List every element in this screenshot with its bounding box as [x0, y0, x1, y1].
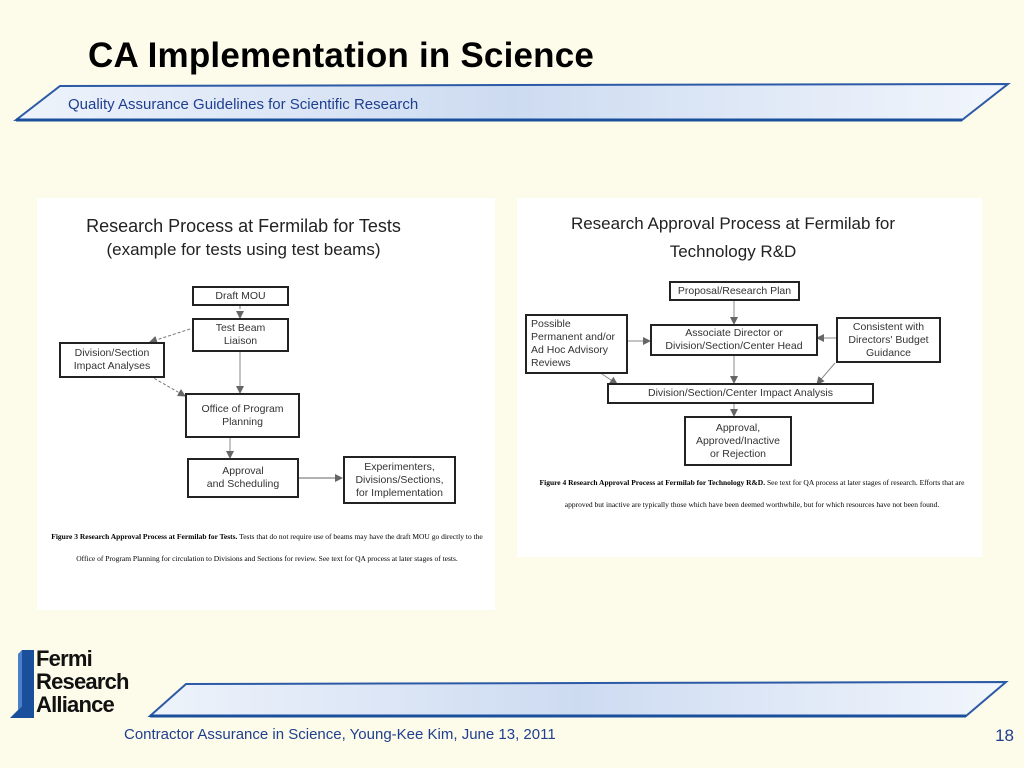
logo-line-3: Alliance [36, 692, 115, 717]
box-impact-analysis: Division/Section/Center Impact Analysis [607, 383, 874, 404]
fermi-logo-icon [10, 650, 34, 718]
page-number: 18 [995, 726, 1014, 745]
box-budget-guidance: Consistent with Directors' Budget Guidan… [836, 317, 941, 363]
right-figure-panel: Research Approval Process at Fermilab fo… [517, 198, 982, 557]
box-program-planning: Office of Program Planning [185, 393, 300, 438]
logo-line-1: Fermi [36, 646, 93, 671]
footer-text: Contractor Assurance in Science, Young-K… [124, 726, 556, 743]
box-associate-director: Associate Director or Division/Section/C… [650, 324, 818, 356]
logo-line-2: Research [36, 669, 129, 694]
right-caption-bold: Figure 4 Research Approval Process at Fe… [539, 478, 766, 487]
right-figure-caption: Figure 4 Research Approval Process at Fe… [527, 472, 977, 516]
box-draft-mou: Draft MOU [192, 286, 289, 306]
box-approval-scheduling: Approval and Scheduling [187, 458, 299, 498]
box-advisory-reviews: Possible Permanent and/or Ad Hoc Advisor… [525, 314, 628, 374]
left-figure-title: Research Process at Fermilab for Tests [86, 216, 401, 236]
right-figure-subtitle: Technology R&D [669, 242, 797, 261]
left-figure-subtitle: (example for tests using test beams) [106, 240, 381, 259]
left-figure-caption: Figure 3 Research Approval Process at Fe… [43, 526, 491, 570]
slide-subtitle: Quality Assurance Guidelines for Scienti… [68, 96, 419, 113]
box-test-beam-liaison: Test Beam Liaison [192, 318, 289, 352]
right-caption-text: See text for QA process at later stages … [564, 478, 965, 509]
box-approval-outcome: Approval, Approved/Inactive or Rejection [684, 416, 792, 466]
right-figure-title: Research Approval Process at Fermilab fo… [570, 214, 896, 233]
left-figure-arrows [149, 306, 343, 482]
box-division-impact: Division/Section Impact Analyses [59, 342, 165, 378]
fermi-research-alliance-logo: Fermi Research Alliance [36, 648, 129, 717]
left-figure-panel: Research Process at Fermilab for Tests (… [37, 198, 495, 610]
left-caption-text: Tests that do not require use of beams m… [76, 532, 483, 563]
slide-title: CA Implementation in Science [88, 36, 595, 75]
box-experimenters: Experimenters, Divisions/Sections, for I… [343, 456, 456, 504]
right-figure-arrows [601, 301, 836, 417]
box-proposal-research-plan: Proposal/Research Plan [669, 281, 800, 301]
left-caption-bold: Figure 3 Research Approval Process at Fe… [51, 532, 238, 541]
